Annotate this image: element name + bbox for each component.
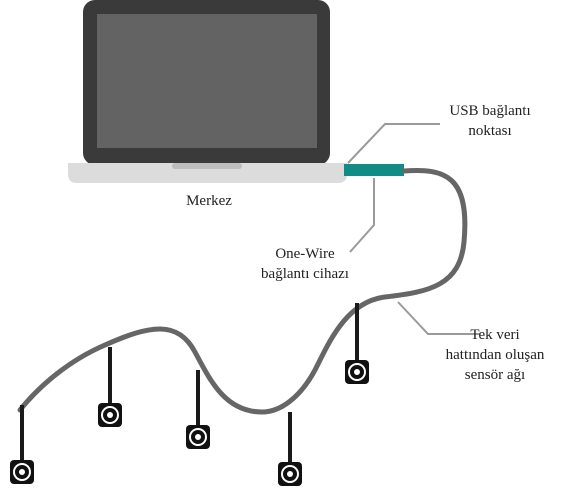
sensor-icon	[345, 360, 369, 384]
usb-label-line-2: noktası	[468, 123, 512, 139]
sensor-icon	[278, 462, 302, 486]
onewire-label-line-2: bağlantı cihazı	[261, 266, 349, 282]
network-label-line-3: sensör ağı	[464, 367, 526, 383]
onewire-label: One-Wire bağlantı cihazı	[240, 244, 370, 284]
network-label: Tek veri hattından oluşan sensör ağı	[435, 325, 555, 385]
center-label: Merkez	[186, 193, 232, 209]
sensor-icon	[10, 460, 34, 484]
usb-label: USB bağlantı noktası	[432, 101, 548, 141]
usb-label-line-1: USB bağlantı	[449, 103, 531, 119]
sensor-icon	[98, 403, 122, 427]
usb-leader-line	[347, 123, 440, 164]
onewire-leader-line	[349, 178, 375, 253]
laptop-icon	[68, 0, 347, 183]
network-label-line-2: hattından oluşan	[445, 347, 545, 363]
onewire-label-line-1: One-Wire	[275, 246, 335, 262]
data-bus-cable	[17, 168, 468, 415]
sensor-icon	[186, 425, 210, 449]
sensor-drop-wires	[20, 303, 359, 462]
network-label-line-1: Tek veri	[470, 327, 520, 343]
network-leader-line	[397, 301, 480, 335]
one-wire-adapter-icon	[344, 164, 404, 176]
